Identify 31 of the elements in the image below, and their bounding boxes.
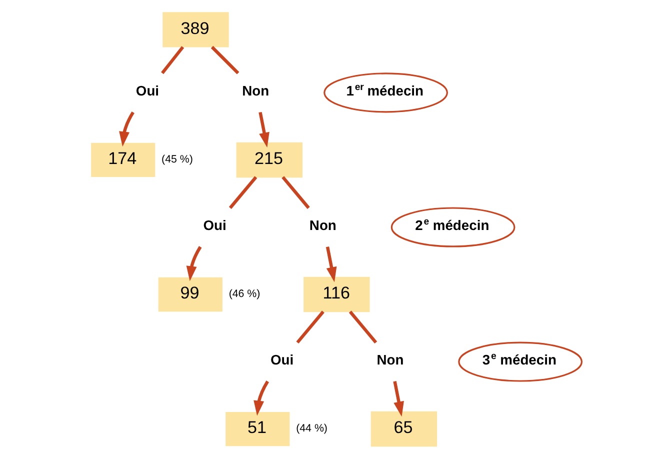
connector (210, 46, 240, 74)
arrow (119, 111, 134, 147)
node-box: 116 (304, 276, 370, 312)
connector (228, 176, 258, 209)
node-box: 174 (91, 142, 156, 178)
node-text: Oui (203, 216, 226, 233)
connector (282, 176, 310, 209)
connector (161, 46, 184, 74)
node-box: 65 (370, 411, 438, 447)
node-text: Oui (270, 351, 294, 368)
node-ellipse: 3$^{e}$ médecin (458, 342, 583, 382)
arrow (258, 112, 270, 148)
node-label: (46 %) (228, 288, 260, 300)
arrow (326, 246, 337, 282)
node-text: Non (242, 82, 270, 98)
arrow (254, 380, 269, 416)
node-ellipse: 2$^{e}$ médecin (390, 207, 516, 248)
node-text: Oui (136, 82, 160, 98)
node-ellipse: 1$^{er}$ médecin (324, 72, 448, 113)
node-box: 215 (236, 142, 302, 178)
arrow (393, 381, 404, 417)
node-box: 99 (158, 277, 222, 312)
node-box: 51 (226, 412, 290, 446)
node-text: Non (376, 351, 404, 368)
connector (348, 310, 378, 344)
connector (296, 310, 324, 344)
arrow (186, 246, 202, 282)
node-box: 389 (162, 12, 229, 48)
node-label: (45 %) (162, 154, 193, 166)
node-text: Non (309, 216, 336, 233)
node-label: (44 %) (296, 422, 328, 435)
